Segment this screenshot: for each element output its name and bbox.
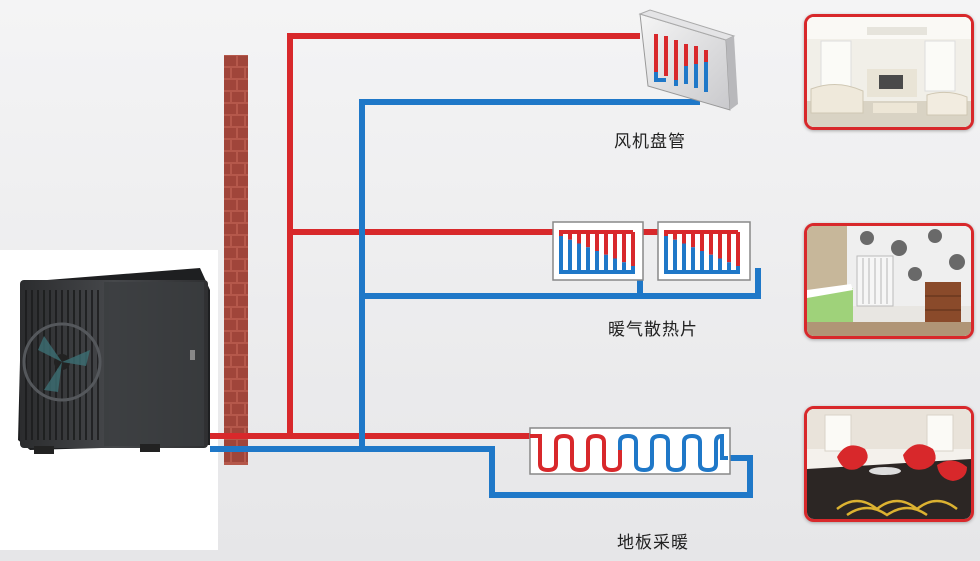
living-room-photo (804, 14, 974, 130)
heat-pump-unit-icon (18, 268, 210, 454)
brick-wall-icon (224, 55, 248, 465)
radiator-label: 暖气散热片 (608, 320, 698, 340)
bedroom-photo (804, 223, 974, 339)
radiator-icon (552, 221, 751, 281)
fan-coil-unit-icon (638, 9, 738, 111)
fan-coil-label: 风机盘管 (614, 132, 686, 152)
floor-heating-room-photo (804, 406, 974, 522)
floor-heating-label: 地板采暖 (617, 533, 689, 553)
floor-heating-coil-icon (529, 427, 731, 475)
return-pipes (210, 99, 761, 498)
